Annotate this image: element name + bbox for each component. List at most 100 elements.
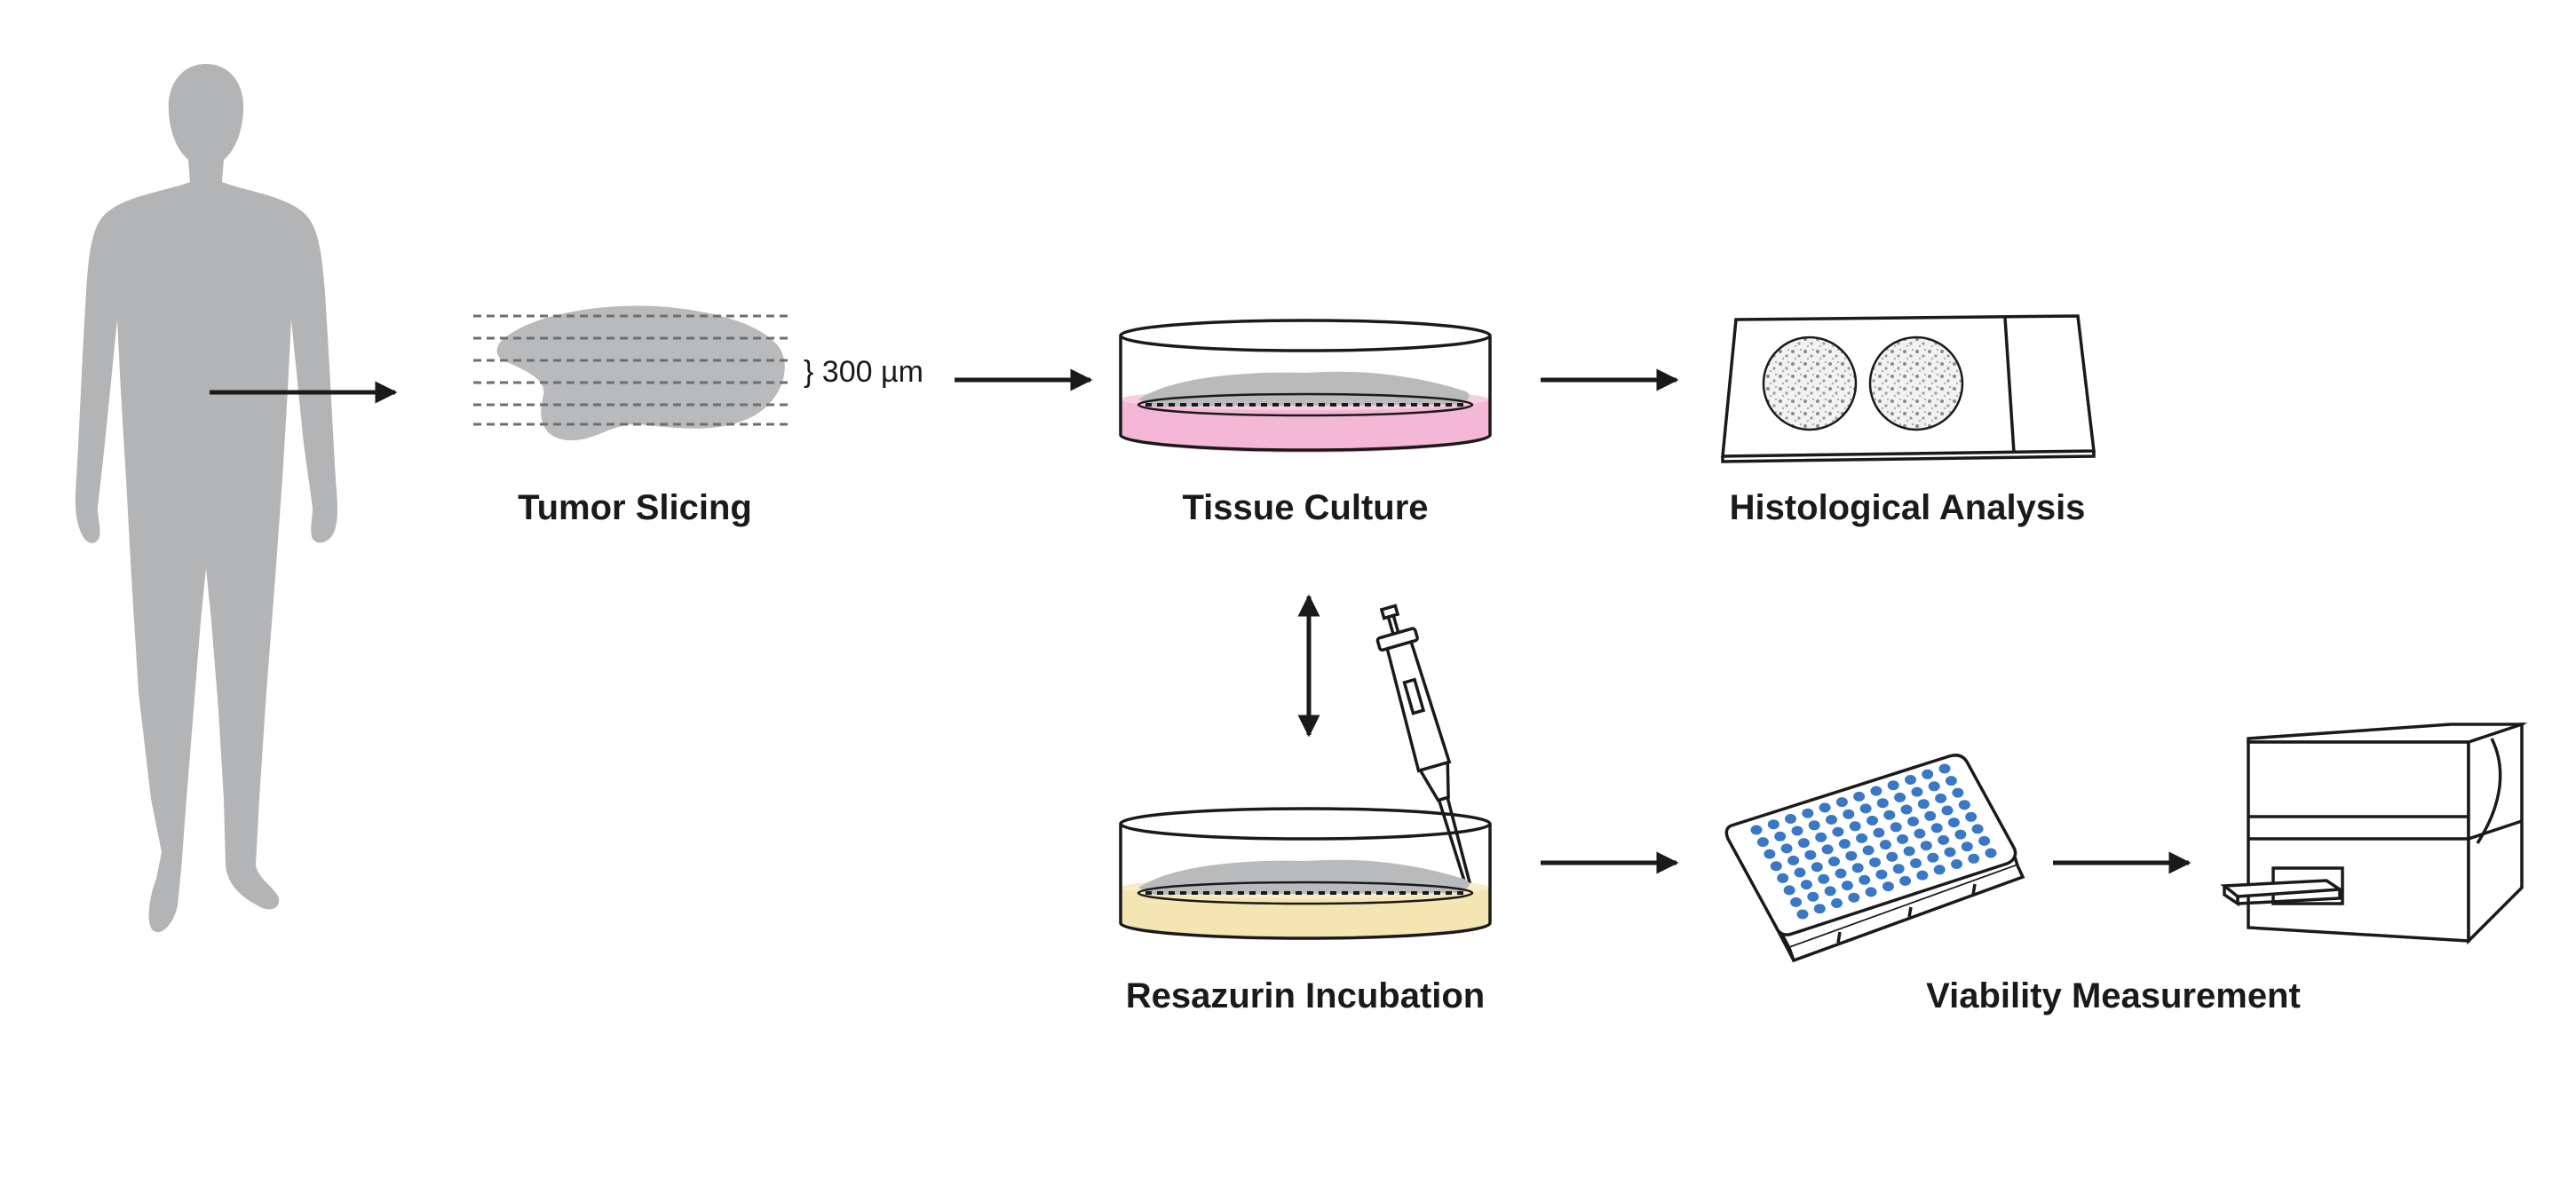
plate-reader-icon xyxy=(2220,722,2528,945)
well-dot xyxy=(1804,849,1817,860)
well-dot xyxy=(1978,835,1991,846)
well-dot xyxy=(1843,809,1855,819)
well-dot xyxy=(1818,873,1830,884)
well-dot xyxy=(1851,863,1864,873)
well-dot xyxy=(1831,898,1843,908)
well-dot xyxy=(1821,844,1834,855)
well-dot xyxy=(1922,769,1934,779)
well-dot xyxy=(1870,786,1882,796)
well-dot xyxy=(1815,832,1827,842)
well-dot xyxy=(1961,841,1973,852)
well-dot xyxy=(1938,834,1950,845)
step-label-tumor-slicing: Tumor Slicing xyxy=(518,488,752,527)
well-dot xyxy=(1907,817,1919,826)
well-dot xyxy=(1780,843,1793,854)
well-dot xyxy=(1797,838,1810,849)
well-dot xyxy=(1965,811,1978,822)
well-dot xyxy=(1774,831,1787,841)
well-dot xyxy=(1873,827,1885,838)
well-dot xyxy=(1828,857,1840,866)
96-well-plate-icon xyxy=(1724,754,2025,963)
well-dot xyxy=(1859,803,1872,814)
well-dot xyxy=(1826,815,1837,825)
well-dot xyxy=(1876,798,1889,809)
well-dot xyxy=(1848,892,1860,903)
well-dot xyxy=(1856,833,1868,843)
well-dot xyxy=(1935,793,1947,803)
pipette-icon xyxy=(1375,604,1478,905)
human-silhouette-icon xyxy=(75,64,337,933)
well-dot xyxy=(1947,818,1960,828)
well-dot xyxy=(1887,780,1899,791)
well-dot xyxy=(1897,833,1909,844)
well-dot xyxy=(1954,829,1967,840)
slice-thickness-label: } 300 µm xyxy=(804,355,923,389)
well-dot xyxy=(1903,846,1915,857)
well-dot xyxy=(1832,826,1844,837)
well-dot xyxy=(1785,814,1796,824)
well-dot xyxy=(1905,775,1916,785)
well-dot xyxy=(1941,805,1954,816)
well-dot xyxy=(1958,800,1970,810)
well-dot xyxy=(1927,852,1939,863)
well-dot xyxy=(1882,881,1894,892)
well-dot xyxy=(1951,859,1962,869)
well-dot xyxy=(1971,824,1984,834)
well-dot xyxy=(1952,787,1964,798)
well-dot xyxy=(1824,886,1836,897)
well-dot xyxy=(1865,887,1877,897)
well-dot xyxy=(1853,791,1866,802)
well-dot xyxy=(1845,850,1858,861)
well-dot xyxy=(1867,816,1878,826)
well-dot xyxy=(1985,848,1997,858)
well-dot xyxy=(1933,865,1946,875)
well-dot xyxy=(1938,763,1951,774)
well-dot xyxy=(1916,870,1929,881)
well-dot xyxy=(1838,839,1851,849)
well-dot xyxy=(1849,821,1861,832)
well-dot xyxy=(1945,776,1957,786)
well-dot xyxy=(1920,841,1932,851)
well-dot xyxy=(1756,837,1769,848)
well-dot xyxy=(1879,840,1891,850)
well-dot xyxy=(1770,861,1782,872)
well-dot xyxy=(1808,820,1820,831)
resazurin-dish-icon xyxy=(1119,807,1492,940)
well-dot xyxy=(1930,823,1943,833)
well-dot xyxy=(1928,781,1940,792)
microscope-slide-icon xyxy=(1721,314,2096,463)
well-dot xyxy=(1835,797,1848,808)
step-label-resazurin-incubation: Resazurin Incubation xyxy=(1126,976,1486,1015)
well-dot xyxy=(1917,799,1930,810)
well-dot xyxy=(1900,804,1913,815)
well-dot xyxy=(1813,904,1826,914)
well-dot xyxy=(1791,826,1803,836)
well-dot xyxy=(1862,845,1875,856)
well-dot xyxy=(1790,897,1803,907)
tumor-slicing-icon xyxy=(473,305,793,441)
petri-dish-icon xyxy=(1119,319,1492,453)
well-dot xyxy=(1894,792,1906,802)
well-dot xyxy=(1750,825,1763,835)
well-dot xyxy=(1944,847,1956,857)
well-dot xyxy=(1910,858,1922,868)
well-dot xyxy=(1800,880,1812,890)
well-dot xyxy=(1802,808,1814,818)
step-label-tissue-culture: Tissue Culture xyxy=(1182,488,1428,527)
well-dot xyxy=(1777,873,1789,883)
well-dot xyxy=(1875,869,1888,880)
well-dot xyxy=(1892,864,1905,874)
well-dot xyxy=(1911,786,1923,797)
well-dot xyxy=(1835,868,1847,879)
well-dot xyxy=(1869,857,1881,867)
well-dot xyxy=(1796,909,1809,920)
well-dot xyxy=(1883,810,1896,820)
well-dot xyxy=(1807,891,1819,902)
well-dot xyxy=(1819,802,1831,813)
well-dot xyxy=(1764,849,1776,859)
step-label-histological-analysis: Histological Analysis xyxy=(1730,488,2086,527)
step-label-viability-measurement: Viability Measurement xyxy=(1926,976,2301,1015)
well-dot xyxy=(1767,819,1779,830)
